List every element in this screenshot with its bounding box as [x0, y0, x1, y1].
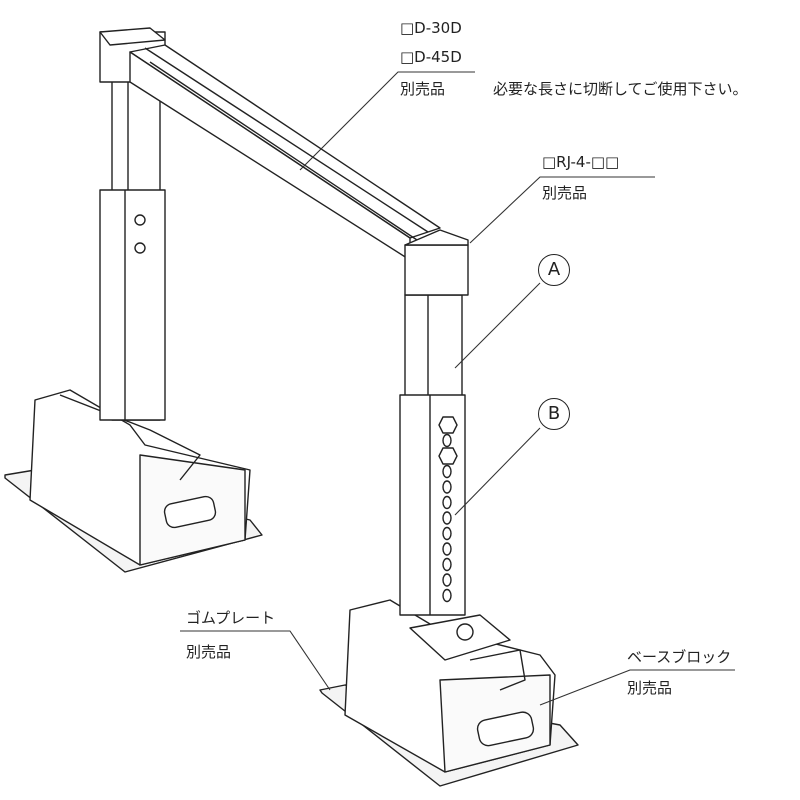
base-block-label: ベースブロック — [627, 648, 732, 666]
left-base-block — [29, 389, 251, 566]
beam-code-2: □D-45D — [400, 48, 462, 66]
hole — [442, 495, 452, 510]
right-cap — [404, 229, 469, 296]
part-b-marker: B — [538, 398, 570, 430]
hole — [442, 542, 452, 556]
cap-code: □RJ-4-□□ — [542, 153, 620, 171]
nut-icon — [438, 447, 458, 465]
hole — [442, 557, 452, 572]
hole — [442, 526, 452, 541]
hole — [442, 511, 452, 525]
rubber-sold-separately: 別売品 — [186, 643, 232, 661]
left-post — [99, 27, 166, 421]
beam-sold-separately: 別売品 — [400, 80, 446, 98]
rubber-plate-label: ゴムプレート — [186, 609, 276, 627]
base-sold-separately: 別売品 — [627, 679, 673, 697]
adjustment-holes — [438, 416, 458, 603]
hole — [442, 433, 452, 448]
hole — [442, 573, 452, 587]
cap-sold-separately: 別売品 — [542, 184, 588, 202]
nut-icon — [438, 416, 458, 434]
hole — [442, 480, 452, 494]
hole — [442, 588, 452, 603]
beam-note: 必要な長さに切断してご使用下さい。 — [493, 80, 748, 98]
part-a-marker: A — [538, 254, 570, 286]
beam-code-1: □D-30D — [400, 19, 462, 37]
leader-lines — [180, 71, 735, 706]
right-base-block — [344, 599, 556, 773]
beam — [129, 44, 441, 261]
hole — [442, 464, 452, 479]
